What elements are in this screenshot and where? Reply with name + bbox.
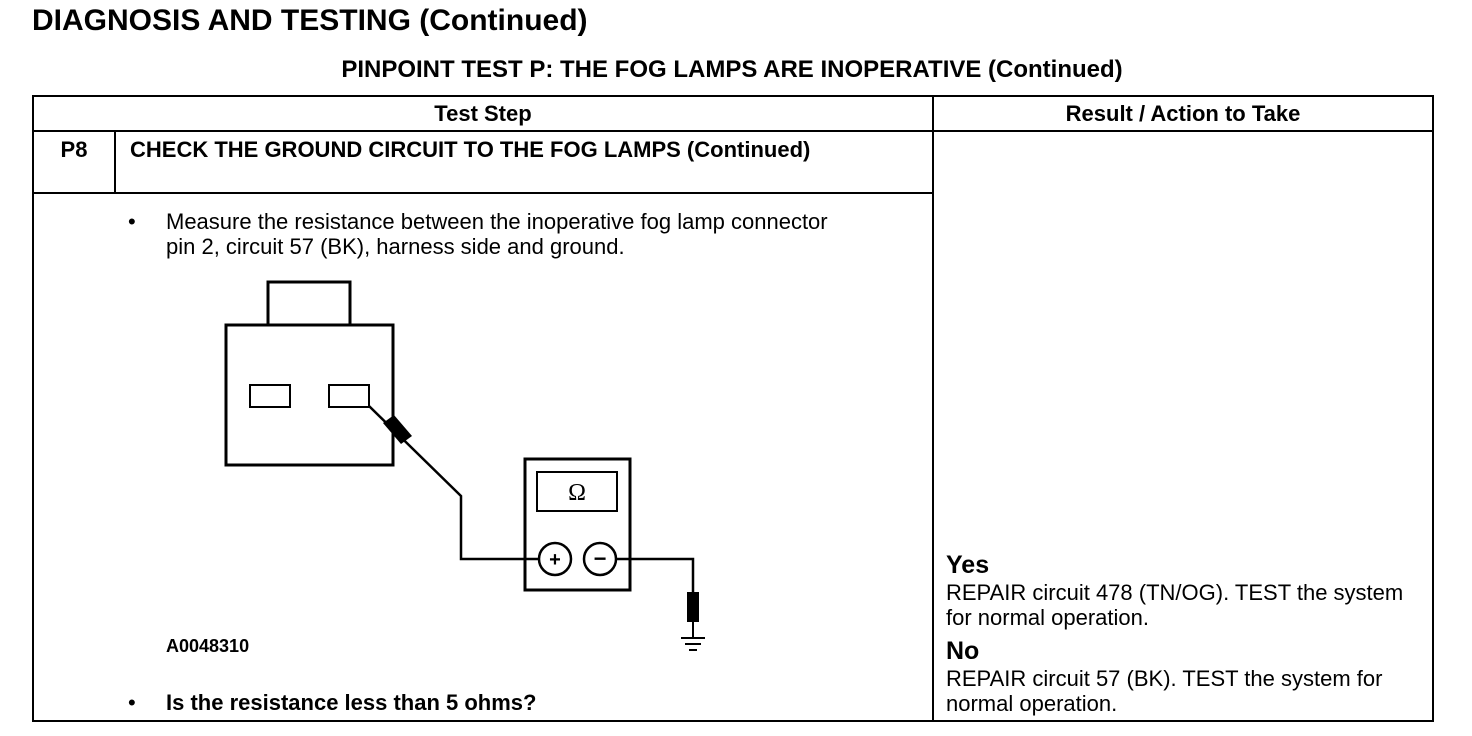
result-yes-label: Yes (946, 551, 990, 579)
test-table (32, 95, 1434, 722)
step-title-rule (32, 192, 934, 194)
header-result-action: Result / Action to Take (1065, 101, 1301, 126)
column-divider (932, 95, 934, 722)
step-instruction: Measure the resistance between the inope… (166, 209, 828, 259)
result-yes-action: REPAIR circuit 478 (TN/OG). TEST the sys… (946, 580, 1404, 630)
header-rule (32, 130, 1434, 132)
step-question: Is the resistance less than 5 ohms? (166, 690, 537, 715)
figure-id: A0048310 (166, 636, 250, 656)
plus-sign: + (549, 549, 561, 571)
result-no-label: No (946, 637, 980, 665)
step-id: P8 (60, 137, 88, 162)
positive-terminal (537, 541, 573, 577)
ohmmeter-body (523, 457, 632, 592)
connector-pin-1 (249, 384, 291, 408)
ohm-symbol: Ω (568, 480, 586, 506)
negative-lead (616, 557, 695, 598)
ohmmeter-display (536, 471, 618, 512)
step-title: CHECK THE GROUND CIRCUIT TO THE FOG LAMP… (130, 137, 811, 162)
minus-sign: − (594, 546, 607, 571)
page-title: DIAGNOSIS AND TESTING (Continued) (32, 4, 588, 37)
step-id-divider (114, 130, 116, 193)
negative-probe-tip (687, 592, 699, 622)
bullet-marker: • (128, 690, 136, 715)
connector-latch (266, 280, 352, 327)
bullet-marker: • (128, 209, 136, 234)
header-test-step: Test Step (434, 101, 532, 126)
pinpoint-test-title: PINPOINT TEST P: THE FOG LAMPS ARE INOPE… (341, 56, 1123, 83)
positive-probe-tip (383, 415, 412, 444)
result-no-action: REPAIR circuit 57 (BK). TEST the system … (946, 666, 1383, 716)
positive-lead (368, 405, 538, 561)
connector-ohmmeter-diagram: Ω + − (224, 280, 705, 651)
connector-pin-2 (328, 384, 370, 408)
connector-body (224, 323, 395, 467)
